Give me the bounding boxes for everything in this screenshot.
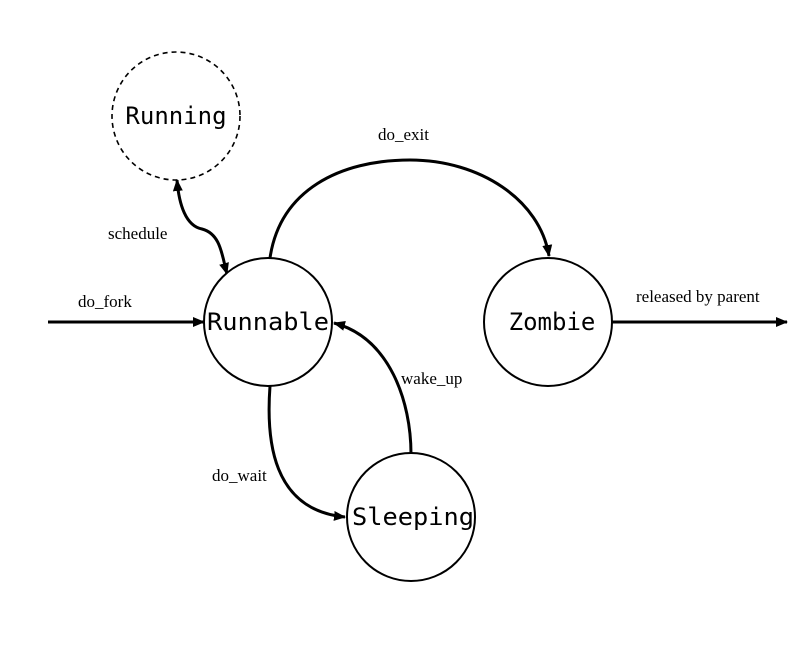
edge-labels: do_fork schedule do_exit released by par…: [78, 125, 760, 485]
runnable-label: Runnable: [207, 308, 329, 336]
edges: [48, 158, 788, 521]
zombie-label: Zombie: [509, 308, 596, 336]
wake-up-arrow: [333, 321, 413, 455]
state-runnable: Runnable: [203, 257, 333, 387]
zombie-circle: [483, 257, 613, 387]
running-circle: [111, 51, 241, 181]
state-zombie: Zombie: [483, 257, 613, 387]
released-label: released by parent: [636, 287, 760, 306]
state-running: Running: [111, 51, 241, 181]
do-wait-arrow: [267, 385, 346, 521]
do-exit-label: do_exit: [378, 125, 429, 144]
running-label: Running: [125, 102, 226, 130]
schedule-arrow: [172, 179, 229, 275]
runnable-circle: [203, 257, 333, 387]
sleeping-circle: [346, 452, 476, 582]
do-exit-arrow: [268, 158, 553, 259]
schedule-label: schedule: [108, 224, 167, 243]
do-wait-label: do_wait: [212, 466, 267, 485]
sleeping-label: Sleeping: [352, 503, 474, 531]
do-fork-label: do_fork: [78, 292, 132, 311]
state-sleeping: Sleeping: [346, 452, 476, 582]
wake-up-label: wake_up: [401, 369, 462, 388]
